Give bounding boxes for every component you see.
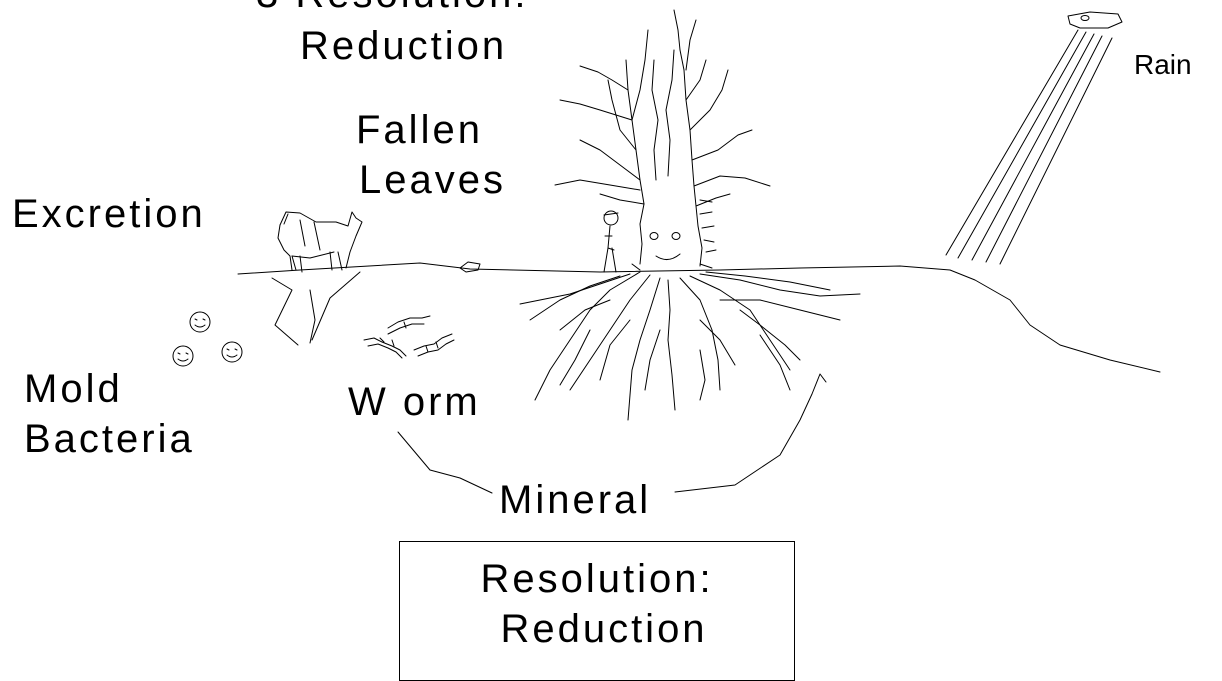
stone-icon [460,262,480,272]
fallen-leaves-line2: Leaves [359,156,506,205]
worms-icon [364,316,454,358]
tree-roots [520,272,860,420]
bacteria-label: Bacteria [24,415,195,464]
top-title-line2: Reduction [300,22,507,71]
bacteria-faces-icon [173,312,242,366]
excretion-label: Excretion [12,190,206,239]
cow-icon [278,212,362,272]
worm-label: W orm [348,378,481,427]
mold-label: Mold [24,365,123,414]
box-line2: Reduction [400,605,794,654]
rain-lines [946,30,1112,264]
top-title-line1: 3 Resolution: [256,0,528,19]
rain-label: Rain [1134,48,1192,82]
person-icon [604,211,618,272]
box-line1: Resolution: [400,555,794,604]
ground-line [238,263,1160,372]
tree-icon [555,10,770,270]
excretion-lines [272,272,360,345]
rain-cloud-icon [1068,12,1122,28]
fallen-leaves-line1: Fallen [356,106,483,155]
mineral-label: Mineral [499,476,651,525]
resolution-box: Resolution: Reduction [399,541,795,681]
